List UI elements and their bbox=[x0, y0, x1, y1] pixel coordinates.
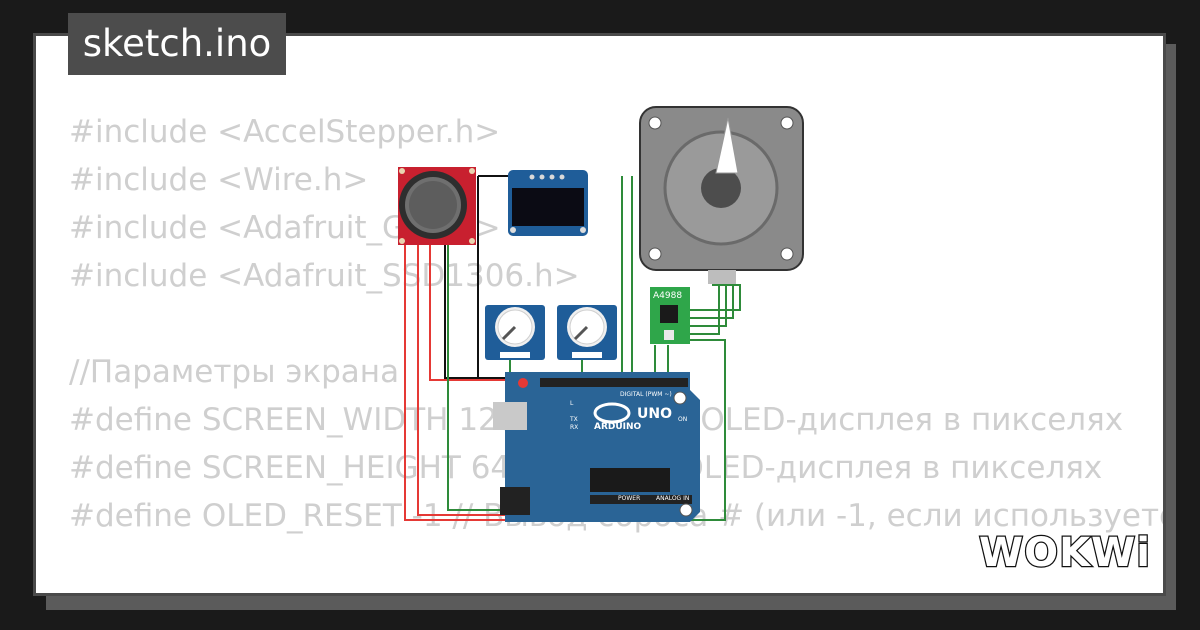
code-line: #include <AccelStepper.h> bbox=[69, 114, 501, 150]
potentiometer-2 bbox=[557, 305, 617, 360]
code-line: #include <Wire.h> bbox=[69, 162, 369, 198]
board-tx-label: TX bbox=[569, 416, 578, 423]
board-on-label: ON bbox=[678, 416, 687, 423]
board-digital-label: DIGITAL (PWM ~) bbox=[620, 391, 672, 398]
code-line: #include <Adafruit_SSD1306.h> bbox=[69, 258, 580, 294]
wokwi-logo-icon: WOKWi bbox=[978, 529, 1150, 578]
wire-red bbox=[404, 245, 505, 521]
stepper-motor bbox=[639, 106, 804, 284]
wire-green bbox=[690, 284, 720, 335]
wire-green bbox=[690, 284, 727, 327]
wire-green bbox=[690, 284, 741, 311]
board-rx-label: RX bbox=[570, 424, 578, 431]
code-line: //Параметры экрана bbox=[69, 354, 400, 390]
joystick-module bbox=[398, 167, 476, 245]
wokwi-logo-text: WOKWi bbox=[979, 530, 1150, 576]
board-analog-label: ANALOG IN bbox=[656, 495, 689, 502]
board-model: UNO bbox=[637, 406, 672, 422]
sketch-title: sketch.ino bbox=[68, 13, 286, 75]
a4988-label: A4988 bbox=[653, 291, 682, 301]
board-l-label: L bbox=[570, 400, 574, 407]
a4988-driver: A4988 bbox=[650, 287, 690, 344]
arduino-uno-board: ARDUINO UNO DIGITAL (PWM ~) POWER ANALOG… bbox=[493, 372, 700, 522]
potentiometer-1 bbox=[485, 305, 545, 360]
board-brand: ARDUINO bbox=[594, 422, 642, 432]
wire-green bbox=[690, 284, 734, 319]
oled-display bbox=[508, 170, 588, 236]
board-power-label: POWER bbox=[618, 495, 640, 502]
